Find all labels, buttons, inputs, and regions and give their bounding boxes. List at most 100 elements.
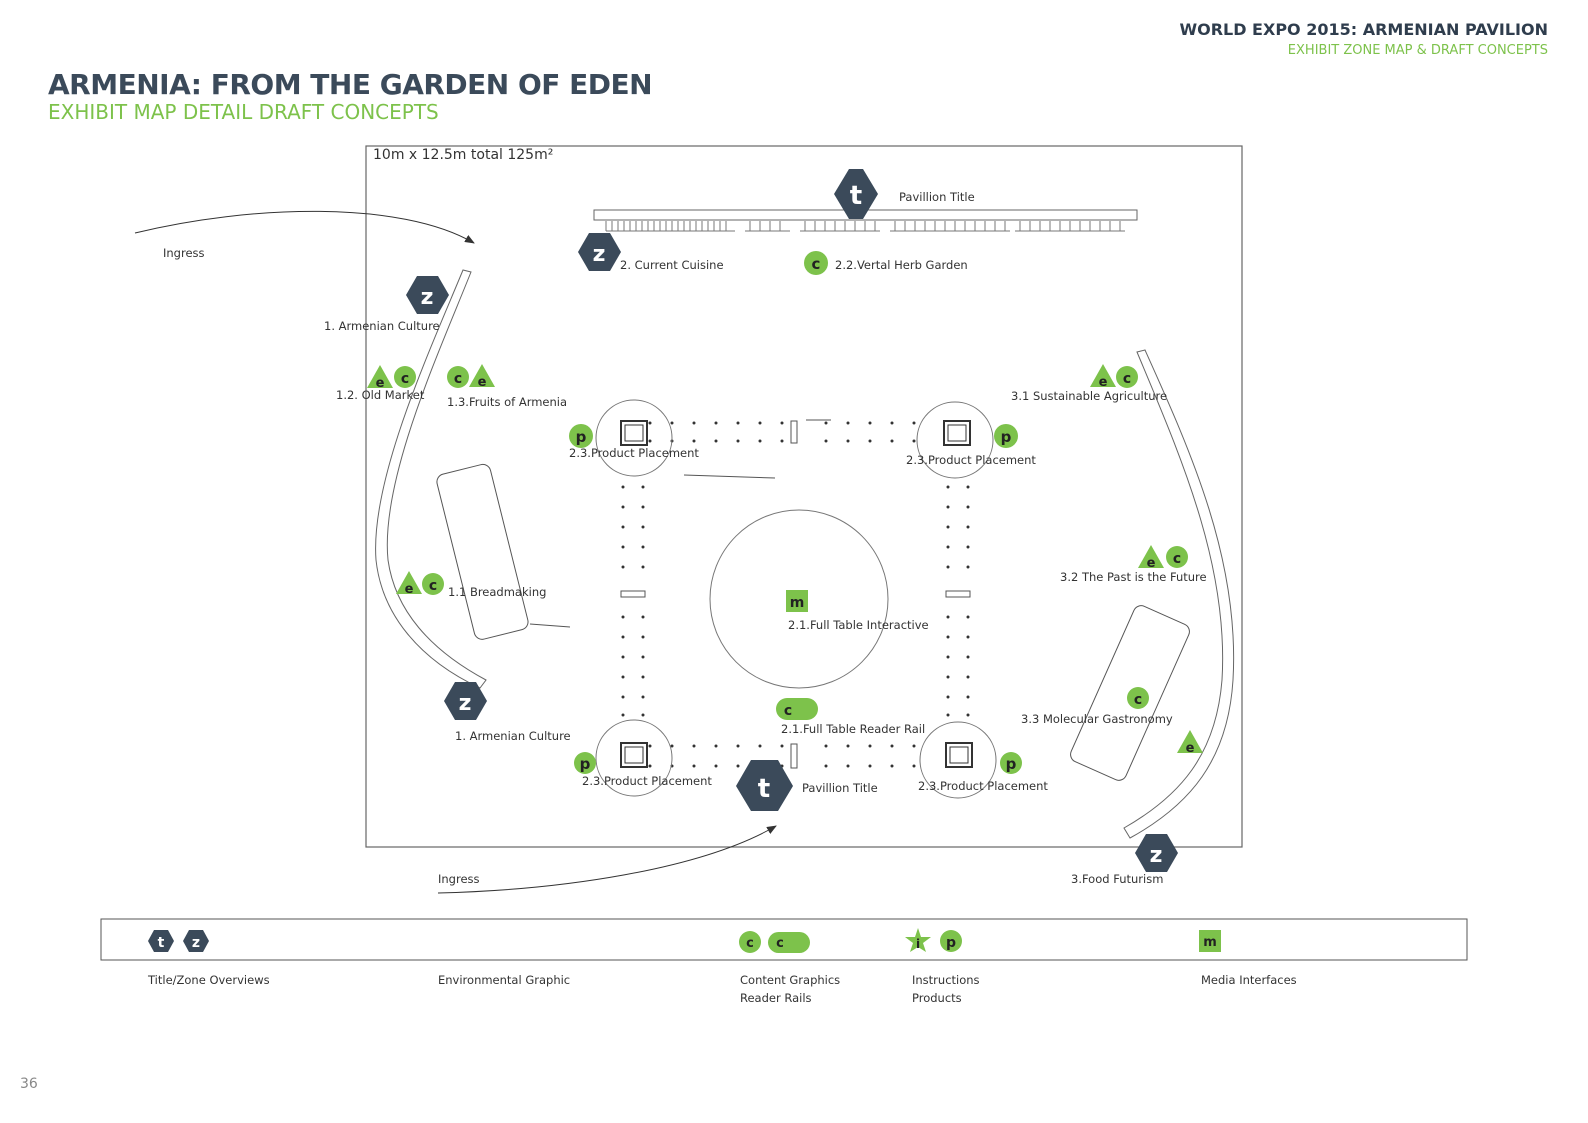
label-current-cuisine: 2. Current Cuisine <box>620 258 724 272</box>
page-subtitle: EXHIBIT MAP DETAIL DRAFT CONCEPTS <box>48 100 439 124</box>
left-curved-wall <box>375 269 487 689</box>
svg-text:c: c <box>812 255 821 273</box>
title-icon-top: t <box>834 169 878 219</box>
label-armenian-culture-top: 1. Armenian Culture <box>324 319 440 333</box>
svg-text:c: c <box>454 371 462 387</box>
legend-title-zone: Title/Zone Overviews <box>148 973 270 987</box>
svg-text:e: e <box>478 375 487 390</box>
svg-text:c: c <box>401 371 409 387</box>
svg-text:c: c <box>746 936 754 951</box>
legend-box <box>100 918 1468 961</box>
legend-p-icon: p <box>940 930 962 952</box>
svg-text:c: c <box>1123 371 1131 387</box>
product-icon-top-left: p <box>569 424 593 448</box>
svg-text:t: t <box>850 181 862 211</box>
label-food-futurism: 3.Food Futurism <box>1071 872 1164 886</box>
content-icon-past-future: c <box>1166 546 1188 568</box>
label-pavilion-title-bottom: Pavillion Title <box>802 781 878 795</box>
label-pp-bottom-right: 2.3.Product Placement <box>918 779 1048 793</box>
zone-icon-food-futurism: z <box>1135 834 1178 872</box>
label-full-table-rail: 2.1.Full Table Reader Rail <box>781 722 926 736</box>
environmental-icon-fruits: e <box>469 364 495 390</box>
dots-right-column <box>946 485 970 717</box>
content-icon-herb-garden: c <box>804 251 828 275</box>
svg-text:p: p <box>580 755 591 773</box>
pedestals <box>620 420 973 768</box>
svg-text:p: p <box>576 428 587 446</box>
legend-instructions: Instructions <box>912 973 980 987</box>
label-herb-garden: 2.2.Vertal Herb Garden <box>835 258 968 272</box>
environmental-icon-molecular: e <box>1177 730 1203 756</box>
content-icon-breadmaking: c <box>422 573 444 595</box>
product-placement-circles <box>595 399 997 799</box>
legend-products: Products <box>912 991 962 1005</box>
svg-text:p: p <box>946 935 956 951</box>
svg-text:e: e <box>376 376 385 391</box>
label-ingress-top: Ingress <box>163 246 205 260</box>
zone-icon-armenian-culture-top: z <box>406 276 449 314</box>
legend-i-icon: i <box>905 928 931 952</box>
label-sustainable: 3.1 Sustainable Agriculture <box>1011 389 1168 403</box>
header-title: WORLD EXPO 2015: ARMENIAN PAVILION <box>1179 20 1548 39</box>
content-icon-sustainable: c <box>1116 366 1138 388</box>
header-subtitle: EXHIBIT ZONE MAP & DRAFT CONCEPTS <box>1287 43 1548 58</box>
svg-text:z: z <box>459 691 472 716</box>
product-icon-top-right: p <box>994 424 1018 448</box>
environmental-icon-sustainable: e <box>1090 364 1116 390</box>
svg-text:e: e <box>1099 375 1108 390</box>
svg-text:z: z <box>192 935 200 951</box>
label-pp-top-left: 2.3.Product Placement <box>569 446 699 460</box>
title-icon-bottom: t <box>736 760 793 811</box>
product-icon-bottom-right: p <box>1000 752 1022 774</box>
svg-text:z: z <box>421 285 434 310</box>
label-full-table-interactive: 2.1.Full Table Interactive <box>788 618 929 632</box>
full-table-circle <box>709 509 889 689</box>
zone-icon-armenian-culture-bottom: z <box>444 682 487 720</box>
svg-text:e: e <box>1186 741 1195 756</box>
svg-text:z: z <box>1150 843 1163 868</box>
reader-rail-icon-full-table: c <box>776 698 818 720</box>
label-pavilion-title-top: Pavillion Title <box>899 190 975 204</box>
label-ingress-bottom: Ingress <box>438 872 480 886</box>
environmental-icon-past-future: e <box>1138 545 1164 571</box>
svg-text:p: p <box>1001 428 1012 446</box>
svg-text:m: m <box>1203 935 1217 950</box>
dots-bottom-row <box>648 744 916 768</box>
label-past-future: 3.2 The Past is the Future <box>1060 570 1207 584</box>
top-wall-shelving <box>605 221 1125 232</box>
content-icon-old-market: c <box>394 366 416 388</box>
label-armenian-culture-bottom: 1. Armenian Culture <box>455 729 571 743</box>
legend-reader-rails: Reader Rails <box>740 991 812 1005</box>
ingress-arrow-bottom <box>437 825 777 894</box>
breadmaking-table <box>436 463 529 640</box>
svg-text:i: i <box>916 937 920 951</box>
legend-environmental: Environmental Graphic <box>438 973 571 987</box>
svg-text:e: e <box>405 582 414 597</box>
dots-left-column <box>621 485 645 717</box>
plan-dimensions: 10m x 12.5m total 125m² <box>373 147 554 163</box>
right-curved-wall <box>1123 349 1235 839</box>
legend-content-graphics: Content Graphics <box>740 973 841 987</box>
label-breadmaking: 1.1 Breadmaking <box>448 585 547 599</box>
svg-text:c: c <box>784 703 792 719</box>
zone-icon-current-cuisine: z <box>578 233 621 271</box>
label-old-market: 1.2. Old Market <box>336 388 425 402</box>
environmental-icon-breadmaking: e <box>396 571 422 597</box>
legend-m-icon: m <box>1199 930 1221 952</box>
svg-text:p: p <box>1006 755 1017 773</box>
svg-text:c: c <box>776 936 784 951</box>
svg-text:t: t <box>758 774 770 804</box>
page-title: ARMENIA: FROM THE GARDEN OF EDEN <box>48 68 653 101</box>
environmental-icon-old-market: e <box>367 365 393 391</box>
product-icon-bottom-left: p <box>574 752 596 774</box>
page-number: 36 <box>20 1076 38 1092</box>
ingress-arrow-top <box>134 210 475 244</box>
label-pp-top-right: 2.3.Product Placement <box>906 453 1036 467</box>
svg-text:c: c <box>1134 692 1142 708</box>
central-dotted-frame <box>621 421 970 768</box>
svg-text:z: z <box>593 242 606 267</box>
label-fruits: 1.3.Fruits of Armenia <box>447 395 568 409</box>
content-icon-fruits: c <box>447 366 469 388</box>
label-molecular: 3.3 Molecular Gastronomy <box>1021 712 1173 726</box>
